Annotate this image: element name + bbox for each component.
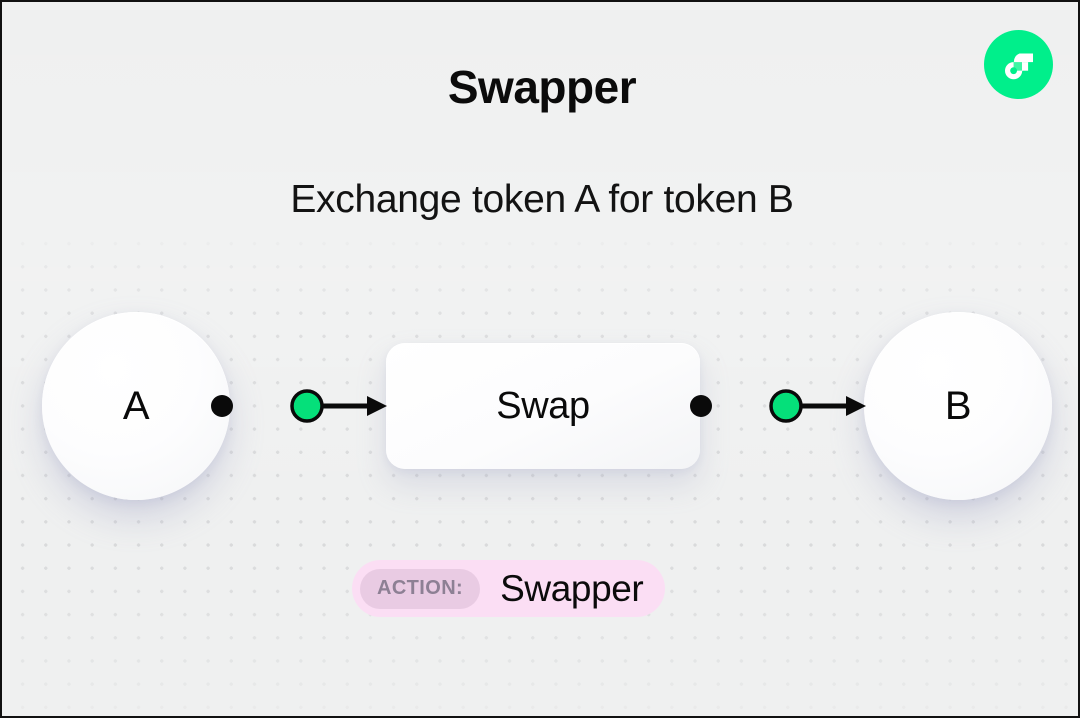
connector-a-to-swap xyxy=(211,389,387,423)
token-node-b[interactable]: B xyxy=(864,312,1052,500)
connector-waypoint-node xyxy=(769,389,803,423)
page-subtitle: Exchange token A for token B xyxy=(290,178,794,221)
action-badge-key: ACTION: xyxy=(360,568,481,609)
flow-logo-icon xyxy=(984,30,1053,99)
page-title: Swapper xyxy=(447,61,637,113)
action-badge-value: Swapper xyxy=(500,567,644,609)
connector-waypoint-node xyxy=(290,389,324,423)
swap-process-node[interactable]: Swap xyxy=(386,343,700,469)
action-badge: ACTION: Swapper xyxy=(352,560,666,617)
token-node-a[interactable]: A xyxy=(42,312,230,500)
connector-swap-to-b xyxy=(690,389,866,423)
